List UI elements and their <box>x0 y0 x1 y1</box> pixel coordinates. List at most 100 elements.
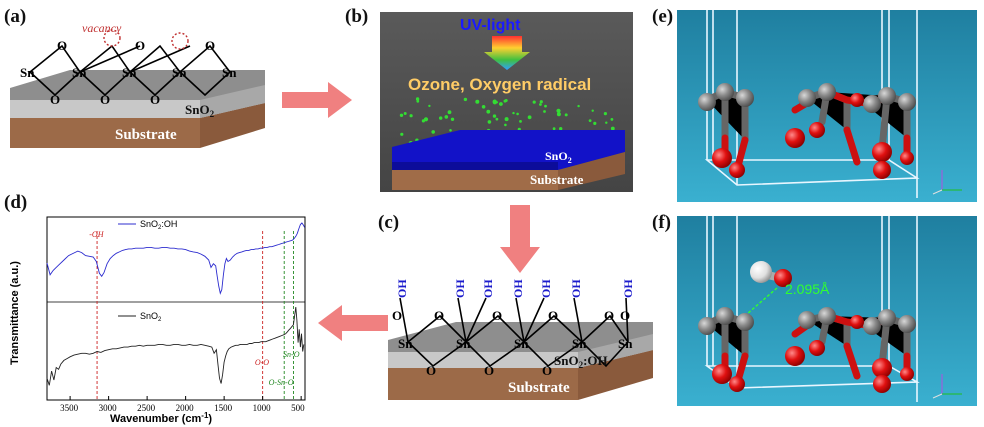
y-axis-label: Transmittance (a.u.) <box>9 261 21 365</box>
radical-particle <box>532 100 536 104</box>
axis-triad <box>932 170 962 195</box>
adsorbed-hydroxyl <box>746 261 792 315</box>
series-line-sno2-oh <box>46 222 306 295</box>
legend-entry-sno2: SnO2 <box>140 311 162 323</box>
o-atom <box>712 364 732 384</box>
radical-particle <box>492 114 497 118</box>
arrow-c-to-d <box>318 305 388 341</box>
radical-particle <box>504 117 509 122</box>
o-atom <box>785 128 805 148</box>
radical-particle <box>605 121 608 124</box>
radical-particle <box>486 109 491 114</box>
atom-sn: Sn <box>172 65 187 80</box>
sn-atom <box>818 307 836 325</box>
unit-cell <box>704 10 920 198</box>
radical-particle <box>447 110 452 115</box>
radical-particle <box>603 112 607 116</box>
radical-particle <box>539 100 543 104</box>
radical-particle <box>559 127 563 131</box>
radical-particle <box>449 129 452 132</box>
sn-atom <box>698 317 716 335</box>
atom-o: O <box>50 92 60 107</box>
sn-atom <box>716 83 734 101</box>
panel-d-label: (d) <box>4 192 28 213</box>
hydroxyl-label: OH <box>481 279 495 298</box>
atom-sn: Sn <box>456 336 471 351</box>
uv-arrow <box>484 36 530 70</box>
sn-atom <box>863 95 881 113</box>
atom-o: O <box>135 38 145 53</box>
atom-o: O <box>542 363 552 378</box>
x-tick-label: 1000 <box>253 403 272 413</box>
substrate-label: Substrate <box>115 127 177 143</box>
radical-particle <box>399 113 404 118</box>
atom-o: O <box>484 363 494 378</box>
atom-o: O <box>548 308 558 323</box>
hydroxyl-label: OH <box>621 279 635 298</box>
o-atom <box>900 367 914 381</box>
x-tick-label: 1500 <box>214 403 233 413</box>
vacancy-label: vacancy <box>82 21 122 35</box>
atom-o: O <box>100 92 110 107</box>
radical-particle <box>444 115 449 119</box>
substrate-label: Substrate <box>530 172 584 187</box>
atom-sn: Sn <box>20 65 35 80</box>
radical-particle <box>421 119 425 123</box>
radical-particle <box>527 115 532 120</box>
hydrogen-bond <box>746 287 778 315</box>
radical-particle <box>503 99 507 103</box>
x-tick-label: 3000 <box>99 403 118 413</box>
radical-particle <box>428 104 431 108</box>
hydroxyl-label: OH <box>539 279 553 298</box>
o-atom <box>900 151 914 165</box>
o-atom <box>850 315 864 329</box>
radical-particle <box>512 111 515 115</box>
radical-particle <box>481 105 486 109</box>
h-atom <box>750 261 772 283</box>
radical-particle <box>556 108 561 113</box>
reference-label: O-O <box>255 358 269 367</box>
atom-o: O <box>492 308 502 323</box>
plot-frame <box>46 216 306 401</box>
bond-length-label: 2.095Å <box>785 281 830 297</box>
radical-particle <box>487 120 492 124</box>
o-atom <box>873 375 891 393</box>
sno2-film-front <box>10 100 200 118</box>
lattice-atoms <box>698 83 916 179</box>
panel-b-schematic: UV-light Ozone, Oxygen radical SnO2 Subs… <box>392 17 625 190</box>
hydroxyl-label: OH <box>569 279 583 298</box>
o-atom <box>729 162 745 178</box>
panel-e-molecular-model <box>677 10 977 202</box>
panel-a-label: (a) <box>4 6 27 27</box>
x-tick-label: 2500 <box>137 403 156 413</box>
hydroxyl-label: OH <box>511 279 525 298</box>
o-atom <box>785 346 805 366</box>
radical-particle <box>504 123 507 127</box>
atom-o: O <box>392 308 402 323</box>
radical-particle <box>415 97 420 101</box>
radical-particle <box>495 117 499 121</box>
atom-o: O <box>205 38 215 53</box>
sn-atom <box>736 89 754 107</box>
sn-atom <box>878 309 896 327</box>
radical-particle <box>556 112 561 117</box>
radical-particle <box>463 97 468 102</box>
atom-sn: Sn <box>72 65 87 80</box>
radical-particle <box>439 116 443 120</box>
panel-f-molecular-model: 2.095Å <box>677 216 977 406</box>
panel-b-label: (b) <box>345 6 369 27</box>
atom-o: O <box>604 308 614 323</box>
radical-particle <box>423 117 429 122</box>
atom-sn: Sn <box>398 336 413 351</box>
legend-entry-sno2-oh: SnO2:OH <box>140 219 177 231</box>
uv-light-label: UV-light <box>460 17 521 34</box>
radical-particle <box>539 103 542 106</box>
o-atom <box>850 93 864 107</box>
film-label: SnO2 <box>545 149 572 165</box>
radical-particle <box>516 112 519 116</box>
lattice-bonds <box>399 297 629 368</box>
sn-atom <box>863 317 881 335</box>
atom-sn: Sn <box>122 65 137 80</box>
lattice-bonds <box>29 44 231 97</box>
